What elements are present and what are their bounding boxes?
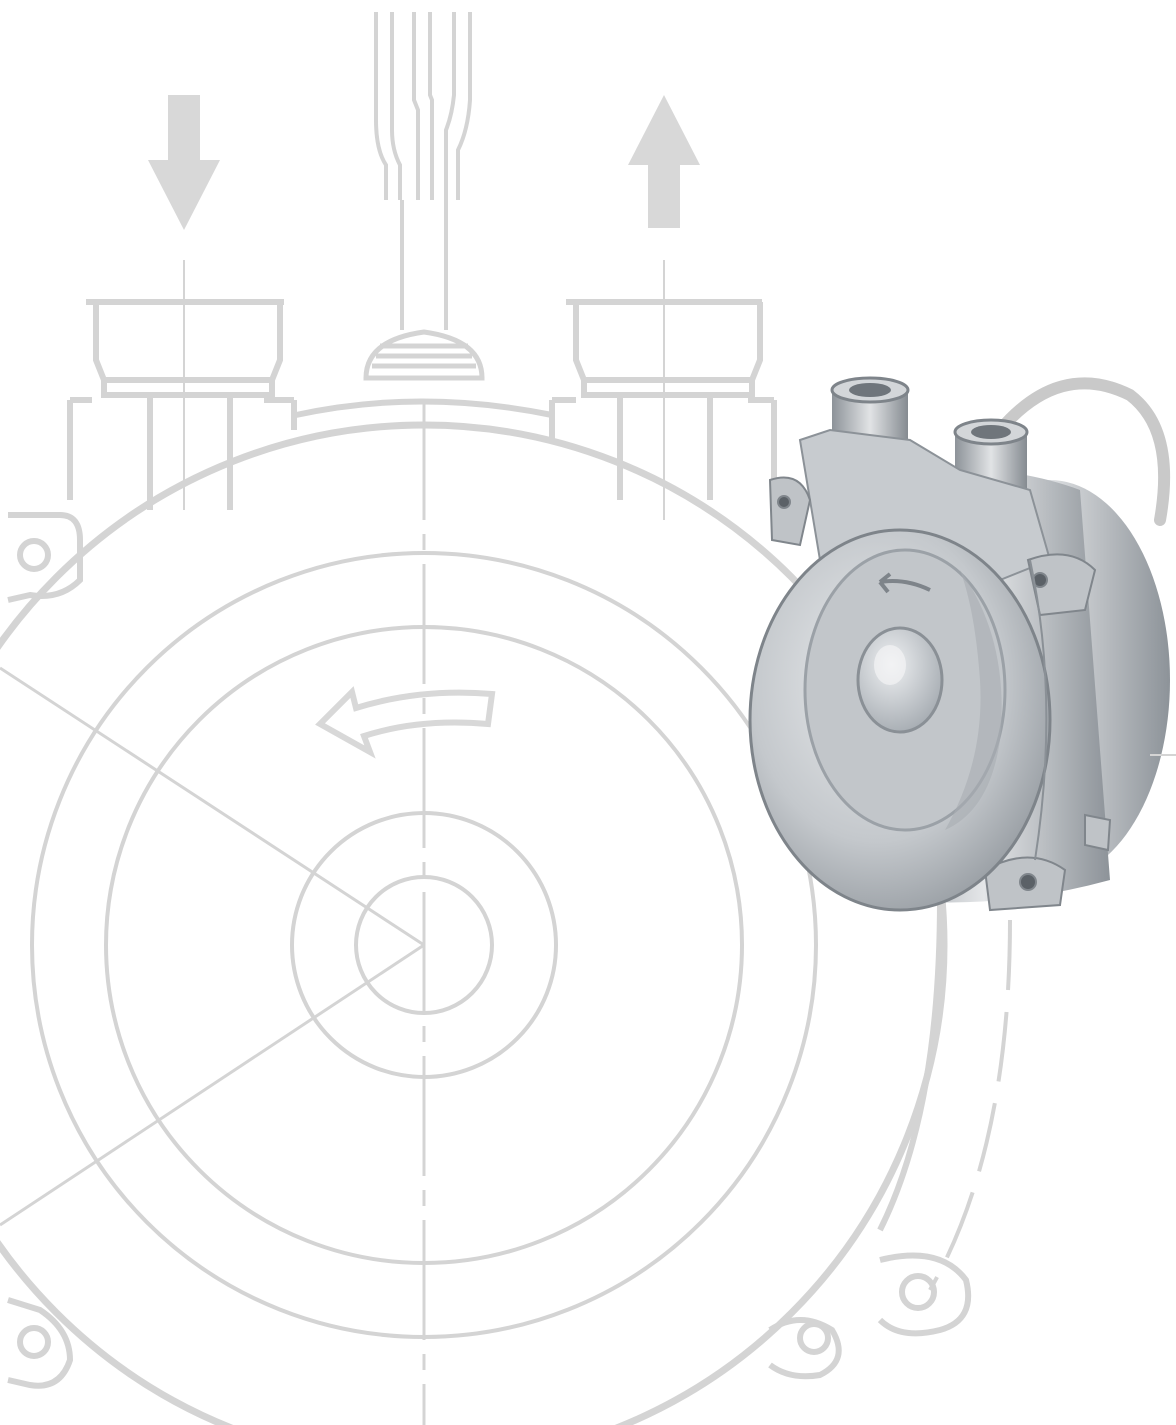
- cable-wires: [374, 12, 472, 330]
- face-rotation-mark-icon: [878, 572, 931, 594]
- technical-drawing: [0, 12, 1012, 1425]
- radial-line-lower: [0, 943, 425, 1227]
- mounting-lug-right-bottom: [768, 1252, 972, 1380]
- cable-gland: [363, 329, 485, 381]
- arrow-down-icon: [148, 95, 220, 230]
- pump-rim-seam: [1029, 559, 1048, 861]
- flow-arrows: [148, 95, 700, 230]
- mounting-lug-left-bottom: [7, 1297, 74, 1389]
- power-cable: [994, 377, 1171, 526]
- pump-face-shading: [945, 570, 1002, 830]
- mounting-lug-left-top: [7, 512, 83, 603]
- pump-photo: [748, 376, 1171, 912]
- housing-side-arc: [877, 899, 943, 1232]
- inlet-port: [67, 299, 297, 510]
- housing-side-arc-dash: [928, 919, 1012, 1291]
- rotation-arrow-icon: [315, 686, 496, 759]
- pump-cap-highlight: [874, 645, 906, 685]
- arrow-up-icon: [628, 95, 700, 228]
- outlet-port: [549, 299, 777, 500]
- housing-top-outline: [295, 398, 553, 418]
- radial-line-upper: [0, 666, 425, 947]
